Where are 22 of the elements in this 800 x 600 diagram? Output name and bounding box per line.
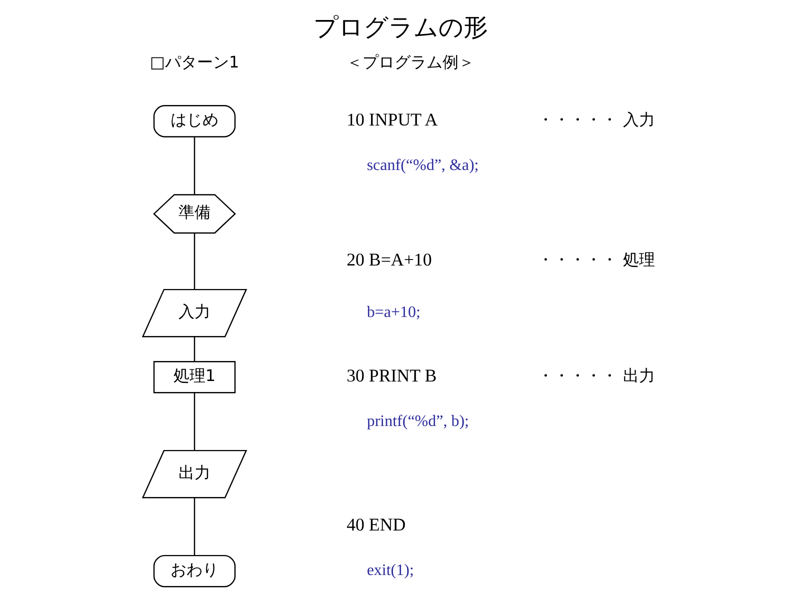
label: scanf(“%d”, &a); bbox=[366, 157, 478, 174]
label: printf(“%d”, b); bbox=[366, 413, 469, 430]
connector bbox=[193, 233, 195, 290]
node-box: おわり bbox=[152, 554, 236, 588]
label: exit(1); bbox=[366, 562, 414, 579]
diagram-title: プログラムの形 bbox=[312, 12, 487, 42]
label: 30 PRINT B bbox=[346, 366, 436, 386]
label: ・・・・・ 処理 bbox=[537, 250, 654, 270]
label: □パターン1 bbox=[149, 52, 239, 72]
label: ＜プログラム例＞ bbox=[346, 52, 474, 72]
connector bbox=[193, 498, 195, 556]
connector bbox=[193, 137, 195, 194]
label: b=a+10; bbox=[366, 304, 420, 321]
node-box: はじめ bbox=[152, 105, 236, 138]
label: ・・・・・ 入力 bbox=[537, 110, 654, 130]
label: 20 B=A+10 bbox=[346, 250, 432, 270]
connector bbox=[193, 336, 195, 362]
label: ・・・・・ 出力 bbox=[537, 366, 654, 385]
node-box: 処理1 bbox=[152, 360, 236, 394]
label: 10 INPUT A bbox=[346, 110, 438, 130]
connector bbox=[193, 392, 195, 450]
label: 40 END bbox=[346, 514, 406, 534]
